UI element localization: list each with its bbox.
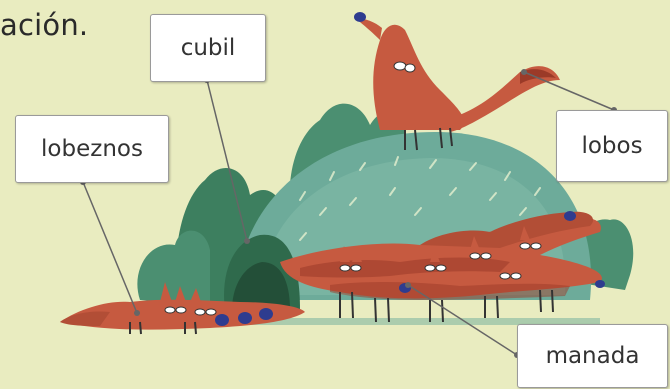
label-manada: manada <box>517 324 668 388</box>
label-lobos: lobos <box>556 110 668 182</box>
standing-wolf <box>354 12 560 150</box>
label-lobeznos: lobeznos <box>15 115 169 183</box>
label-cubil: cubil <box>150 14 266 82</box>
